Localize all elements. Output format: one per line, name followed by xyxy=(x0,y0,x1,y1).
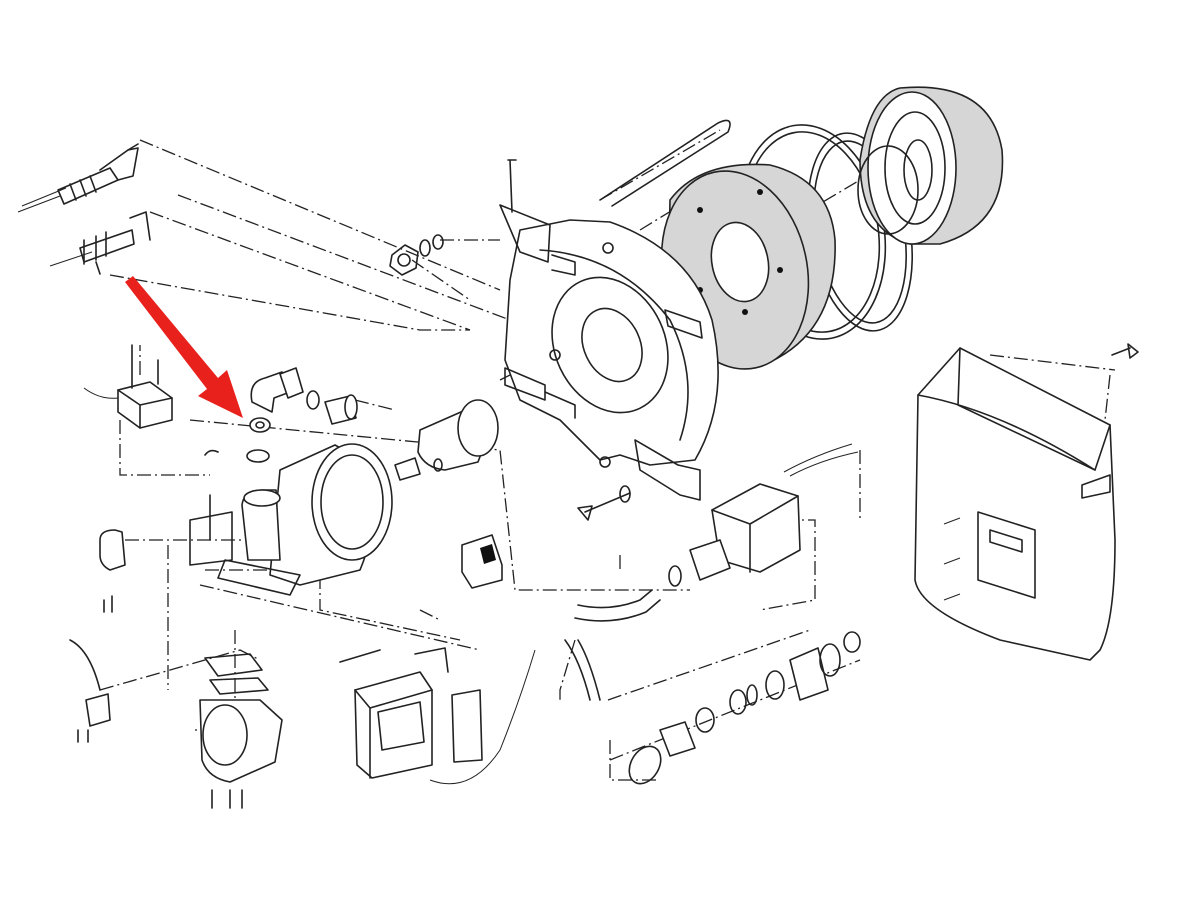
blast-tube-body xyxy=(189,443,393,596)
fan-motor xyxy=(199,653,283,809)
pressure-switch xyxy=(99,529,126,613)
heat-resistant-cord xyxy=(599,119,731,207)
ignition-electrode-assembly xyxy=(17,143,139,213)
small-relay-module xyxy=(461,534,503,589)
nozzle-washer xyxy=(246,417,271,463)
cover-screw xyxy=(1111,343,1139,359)
ignition-transformer-box xyxy=(83,344,173,429)
flame-tube xyxy=(857,86,1004,245)
gas-hose xyxy=(564,565,682,701)
gas-connector-sleeve xyxy=(324,394,358,425)
gas-solenoid-valve-small xyxy=(69,639,111,743)
air-damper-motor xyxy=(394,399,499,481)
red-pointer-arrow xyxy=(125,276,243,418)
gas-filter-assembly xyxy=(628,631,861,785)
gas-valve-multibloc xyxy=(689,443,859,581)
o-ring-small xyxy=(306,390,320,410)
burner-flange-casing xyxy=(499,159,719,501)
bolt-with-washer xyxy=(577,485,631,521)
sight-glass-nut xyxy=(389,234,444,276)
burner-cover-hood xyxy=(914,347,1116,661)
burner-control-unit xyxy=(339,647,536,785)
ionisation-probe-assembly xyxy=(49,211,151,275)
gas-elbow-fitting xyxy=(250,367,304,413)
